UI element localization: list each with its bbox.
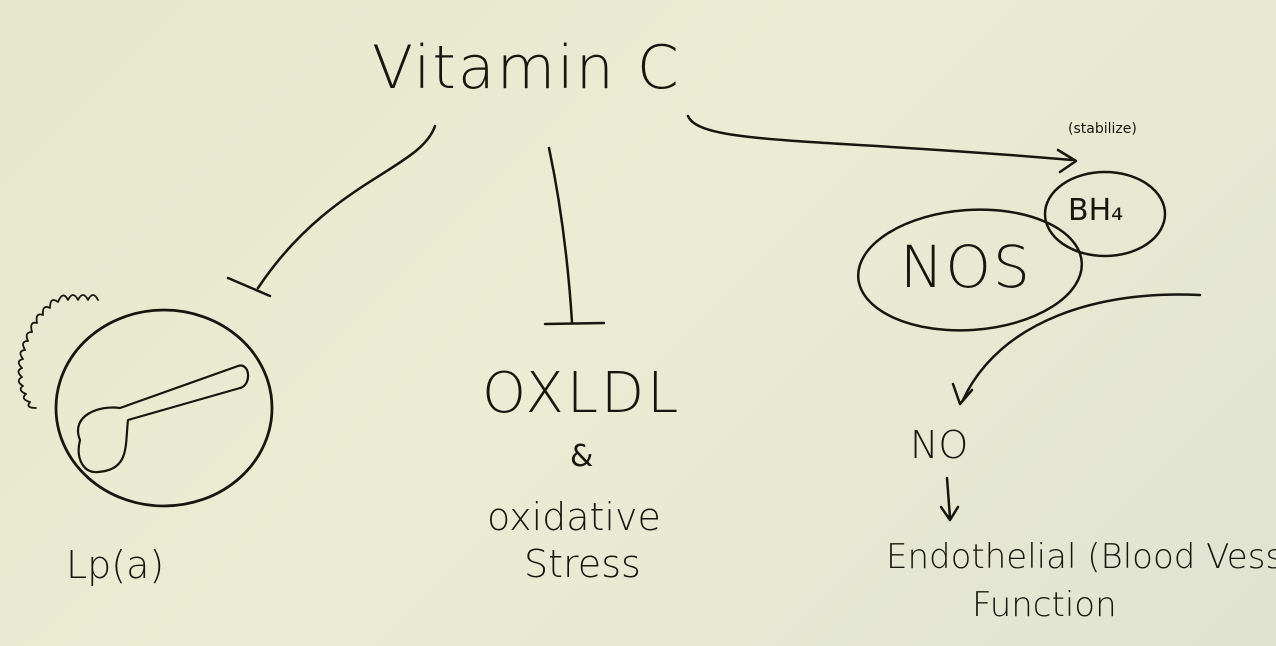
function-label: Function <box>972 585 1117 625</box>
no-arrow <box>961 293 1202 402</box>
no-arrow-head <box>951 382 974 406</box>
endothelial-arrow-head <box>939 505 960 522</box>
stabilize-arrow <box>686 114 1074 162</box>
endothelial-arrow <box>945 476 952 520</box>
oxidative-label: oxidative <box>487 495 661 539</box>
no-label: NO <box>910 423 969 467</box>
ampersand-label: & <box>570 439 594 474</box>
oxldl-label: OXLDL <box>482 361 682 426</box>
nos-label: NOS <box>900 233 1032 301</box>
stress-label: Stress <box>524 542 641 586</box>
bh4-label: BH₄ <box>1068 193 1124 228</box>
vitamin-c-label: Vitamin C <box>372 33 681 103</box>
endothelial-label: Endothelial (Blood Vessel) <box>886 537 1276 577</box>
inhibit-bar-lpa <box>226 276 272 298</box>
stabilize-label: (stabilize) <box>1068 121 1137 137</box>
lpa-particle-circle <box>54 308 274 508</box>
inhibit-bar-oxldl <box>543 321 606 326</box>
inhibit-line-lpa <box>256 124 437 290</box>
lpa-label: Lp(a) <box>66 543 165 587</box>
lpa-apob-shape <box>76 364 250 474</box>
bh4-circle <box>1043 170 1167 258</box>
stabilize-arrow-head <box>1056 148 1078 174</box>
lpa-apoa-coil <box>17 294 99 409</box>
nos-circle <box>856 208 1084 332</box>
inhibit-line-oxldl <box>547 146 574 324</box>
